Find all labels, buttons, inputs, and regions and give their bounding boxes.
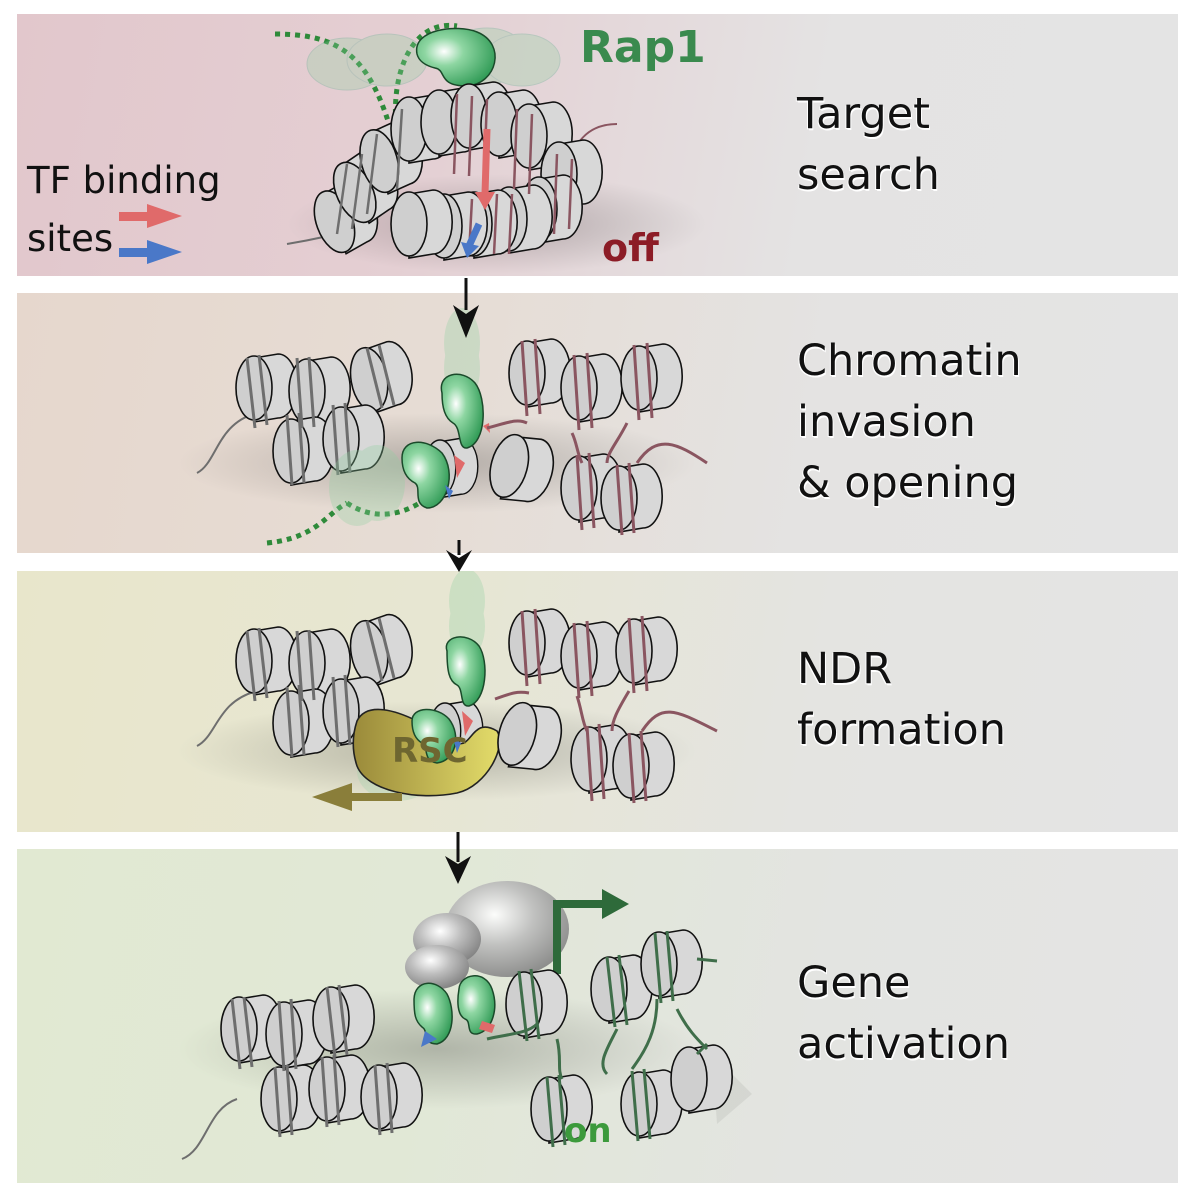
legend-arrows (119, 204, 182, 264)
ndr-formation-illustration (177, 571, 718, 811)
legend-line2: sites (27, 217, 114, 260)
nucleosomes-right (482, 338, 708, 536)
state-off-label: off (602, 226, 659, 270)
chromatin-fiber-closed (286, 81, 618, 261)
nucleosomes-left (235, 610, 419, 758)
nucleosomes-left (220, 984, 424, 1138)
transcription-start-arrow (553, 889, 629, 974)
legend-line1: TF binding (27, 159, 221, 202)
rsc-direction-arrow (312, 783, 402, 811)
state-on-label: on (564, 1111, 612, 1151)
rap1-label: Rap1 (580, 22, 706, 73)
step-4-label: Gene activation (797, 958, 1010, 1069)
step-2-label: Chromatin invasion & opening (797, 336, 1022, 508)
panel-chromatin-invasion: Chromatin invasion & opening (17, 293, 1178, 553)
rap1-protein (401, 441, 450, 509)
rap1-protein (457, 975, 496, 1035)
rsc-label: RSC (392, 731, 468, 771)
panel-gene-activation: on Gene activation (17, 849, 1178, 1183)
binding-site-blue (465, 222, 483, 248)
step-1-label: Target search (797, 89, 940, 200)
rap1-protein (413, 982, 453, 1045)
rap1-protein (416, 27, 496, 87)
rap1-protein (411, 708, 457, 764)
nucleosomes-right (490, 608, 718, 804)
nucleosomes-right (486, 929, 734, 1148)
binding-site-red (481, 128, 491, 195)
pol2-complex (405, 881, 569, 989)
panel-ndr-formation: RSC NDR formation (17, 571, 1178, 832)
search-path (274, 31, 392, 125)
gene-activation-illustration (177, 881, 752, 1160)
step-3-label: NDR formation (797, 644, 1006, 755)
rap1-protein (440, 373, 484, 449)
legend-tf-binding-sites: TF binding sites (27, 152, 221, 268)
nucleosomes-left (235, 337, 419, 486)
rap1-protein (445, 636, 486, 707)
panel-target-search: TF binding sites Rap1 off Target search (17, 14, 1178, 276)
target-search-illustration (119, 22, 707, 274)
